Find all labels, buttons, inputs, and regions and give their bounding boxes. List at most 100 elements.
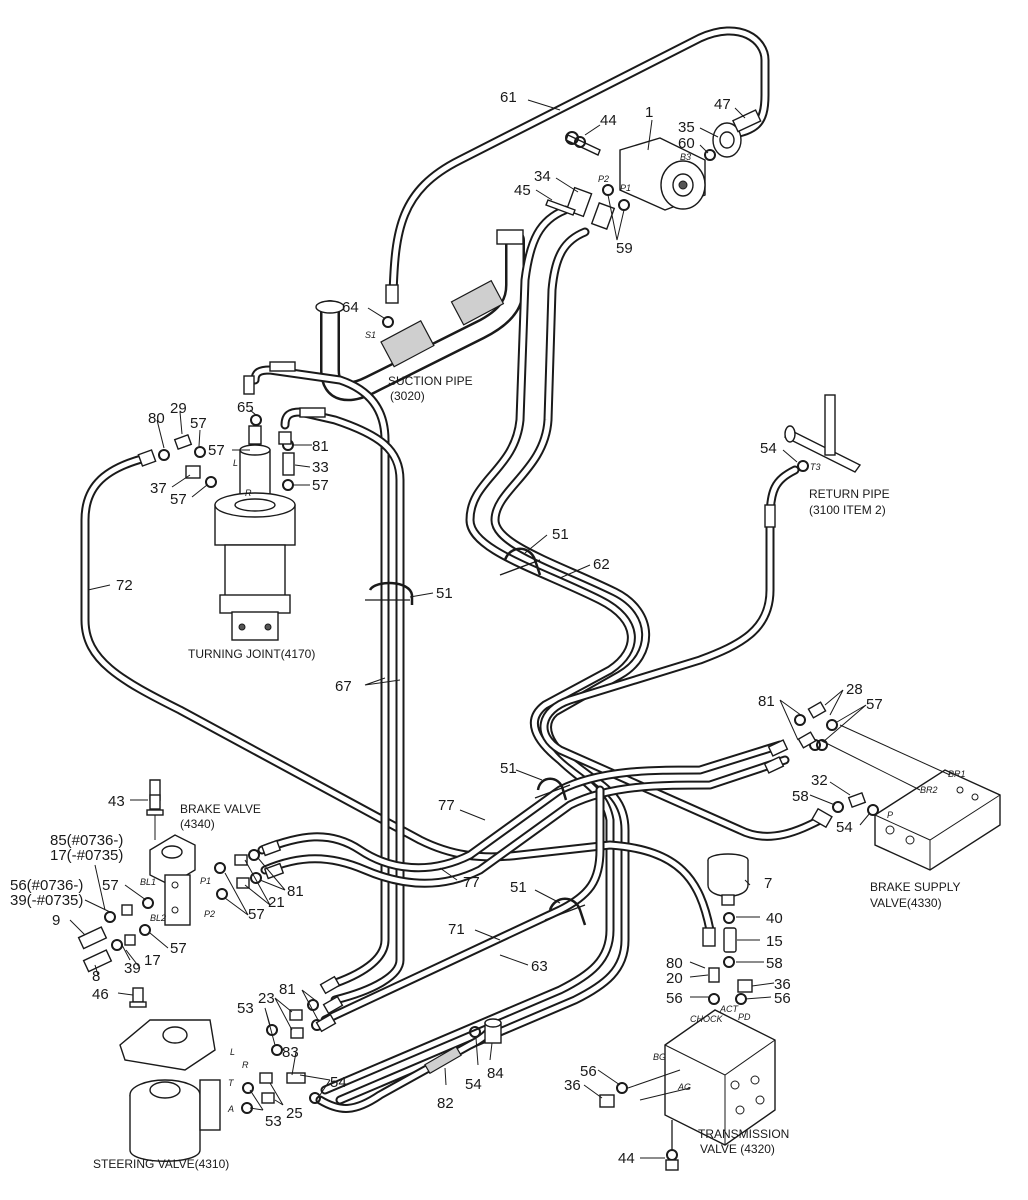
callout-39: 39(-#0735) <box>10 892 83 909</box>
port-act: ACT <box>719 1004 740 1014</box>
caption-brake-valve: BRAKE VALVE <box>180 802 261 816</box>
flange-34 <box>545 186 616 230</box>
o-ring-set <box>104 149 879 1114</box>
callout-72: 72 <box>116 577 133 594</box>
callout-39: 39 <box>124 960 141 977</box>
port-br1: BR1 <box>948 769 966 779</box>
callout-32: 32 <box>811 772 828 789</box>
callout-67: 67 <box>335 678 352 695</box>
callout-51: 51 <box>500 760 517 777</box>
callout-21: 21 <box>268 894 285 911</box>
callout-81: 81 <box>312 438 329 455</box>
callout-33: 33 <box>312 459 329 476</box>
callout-65: 65 <box>237 399 254 416</box>
clamp-51 <box>544 897 587 926</box>
callout-labels: 1 44 35 47 61 60 34 45 59 64 65 80 29 57… <box>10 89 883 1167</box>
callout-60: 60 <box>678 135 695 152</box>
clamp-51 <box>499 547 542 576</box>
callout-46: 46 <box>92 986 109 1003</box>
pipe-62 <box>320 205 636 1095</box>
callout-85: 85(#0736-) <box>50 832 123 849</box>
callout-57: 57 <box>190 415 207 432</box>
callout-9: 9 <box>52 912 60 929</box>
port-st: T <box>228 1078 235 1088</box>
port-r: R <box>245 488 252 498</box>
callout-40: 40 <box>766 910 783 927</box>
pipe-61 <box>388 26 770 300</box>
callout-80: 80 <box>666 955 683 972</box>
sensor-9 <box>77 926 108 950</box>
port-labels: P2 P1 B3 S1 T3 L R BL1 BL2 P1 P2 BR2 BR1… <box>140 152 966 1114</box>
callout-45: 45 <box>514 182 531 199</box>
port-pp1: P1 <box>200 876 211 886</box>
sensor-8 <box>82 949 113 973</box>
callout-36: 36 <box>774 976 791 993</box>
callout-57: 57 <box>102 877 119 894</box>
steering-valve <box>119 1019 221 1162</box>
callout-57: 57 <box>312 477 329 494</box>
callout-35: 35 <box>678 119 695 136</box>
callout-17: 17(-#0735) <box>50 847 123 864</box>
port-l: L <box>233 458 238 468</box>
transmission-valve <box>664 1009 776 1146</box>
caption-turning-joint: TURNING JOINT(4170) <box>188 647 315 661</box>
callout-56: 56 <box>774 990 791 1007</box>
callout-44: 44 <box>618 1150 635 1167</box>
port-pd: PD <box>738 1012 751 1022</box>
callout-80: 80 <box>148 410 165 427</box>
callout-84: 84 <box>487 1065 504 1082</box>
component-captions: SUCTION PIPE (3020) TURNING JOINT(4170) … <box>93 374 960 1171</box>
callout-47: 47 <box>714 96 731 113</box>
port-p2: P2 <box>598 174 609 184</box>
callout-54: 54 <box>465 1076 482 1093</box>
callout-28: 28 <box>846 681 863 698</box>
caption-return-pipe: RETURN PIPE <box>809 487 890 501</box>
caption-return-pipe-ref: (3100 ITEM 2) <box>809 503 886 517</box>
caption-transmission: TRANSMISSION <box>698 1127 789 1141</box>
callout-51: 51 <box>510 879 527 896</box>
port-bg: BG <box>653 1052 666 1062</box>
accumulator-7 <box>707 853 749 906</box>
port-sl: L <box>230 1047 235 1057</box>
port-s1: S1 <box>365 330 376 340</box>
callout-57: 57 <box>170 491 187 508</box>
port-t3: T3 <box>810 462 821 472</box>
callout-23: 23 <box>258 990 275 1007</box>
port-p1: P1 <box>620 183 631 193</box>
callout-54: 54 <box>330 1074 347 1091</box>
callout-77: 77 <box>438 797 455 814</box>
callout-81: 81 <box>758 693 775 710</box>
callout-59: 59 <box>616 240 633 257</box>
pipe-suction <box>320 230 525 402</box>
fitting-84 <box>484 1018 502 1044</box>
leader-lines <box>69 99 951 1159</box>
callout-37: 37 <box>150 480 167 497</box>
pipe-72 <box>80 453 715 935</box>
port-br2: BR2 <box>920 785 938 795</box>
pipe-ends <box>137 284 833 1033</box>
callout-83: 83 <box>282 1044 299 1061</box>
callout-53: 53 <box>237 1000 254 1017</box>
callout-58: 58 <box>766 955 783 972</box>
turning-joint <box>214 444 296 641</box>
callout-58: 58 <box>792 788 809 805</box>
callout-29: 29 <box>170 400 187 417</box>
clamp-51 <box>365 581 414 605</box>
callout-1: 1 <box>645 104 653 121</box>
callout-63: 63 <box>531 958 548 975</box>
hydraulic-pump <box>619 137 706 211</box>
caption-brake-valve-ref: (4340) <box>180 817 215 831</box>
caption-brake-supply-ref: VALVE(4330) <box>870 896 942 910</box>
pipe-71 <box>320 785 605 1025</box>
callout-56: 56 <box>580 1063 597 1080</box>
caption-brake-supply: BRAKE SUPPLY <box>870 880 960 894</box>
bolt-44b <box>665 1120 679 1171</box>
callout-25: 25 <box>286 1105 303 1122</box>
caption-steering-valve: STEERING VALVE(4310) <box>93 1157 229 1171</box>
caption-transmission-ref: VALVE (4320) <box>700 1142 775 1156</box>
callout-57: 57 <box>248 906 265 923</box>
callout-34: 34 <box>534 168 551 185</box>
suction-hose <box>315 229 524 368</box>
pipe-67 <box>250 365 405 1005</box>
